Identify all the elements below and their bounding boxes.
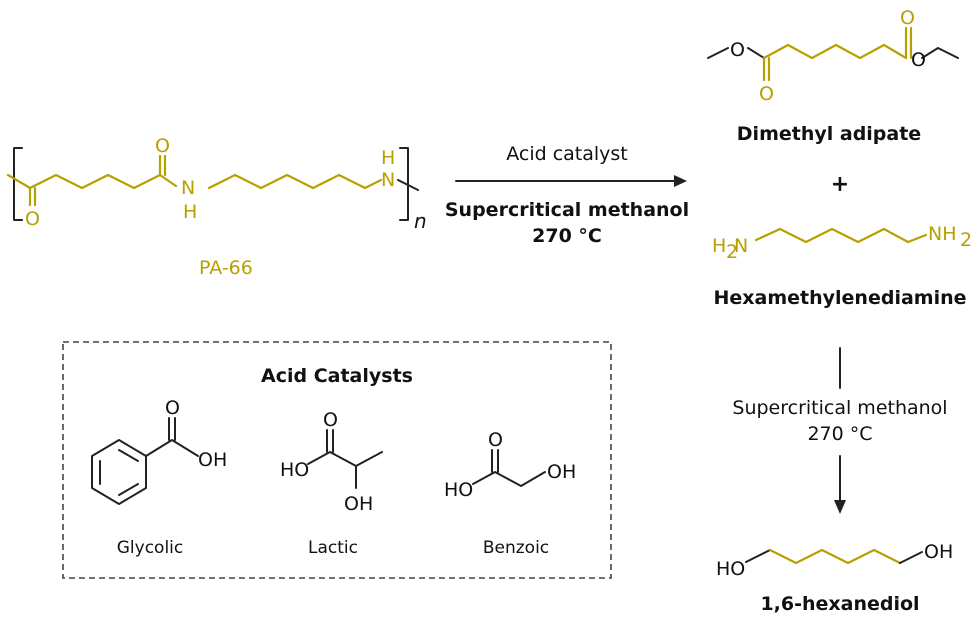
diamine-chain [754,227,928,244]
ho-bond [745,549,771,563]
atom-o: O [323,409,338,431]
pa66-amine-chain [207,173,383,190]
atom-h: H [381,147,395,169]
atom-o: O [911,49,926,71]
arrow-head [834,500,846,514]
lactic-chain [307,451,383,467]
benzoic-acid-structure: O OH Glycolic [91,397,227,558]
ester-methyl-bond [921,47,959,59]
glycolic-chain [472,471,546,487]
plus-sign: + [831,172,849,197]
atom-o: O [488,429,503,451]
step2-label-2: 270 °C [807,423,872,445]
h2n-n: N [734,235,748,257]
product1-name: Dimethyl adipate [737,123,921,145]
adipate-chain [762,43,908,60]
nh2-sub: 2 [960,229,972,251]
polymer-subscript: n [414,209,427,233]
atom-o: O [730,39,745,61]
pa66-acid-chain [6,173,178,190]
pa66-structure: O O N H H N n PA-66 [6,135,427,279]
arrow-head [674,175,687,187]
atom-ho: HO [444,479,473,501]
hexanediol-chain [768,548,902,565]
catalyst-label: Glycolic [117,538,184,558]
arrow-bottom-label-1: Supercritical methanol [445,199,689,221]
h2n-sub: 2 [726,241,738,263]
benzene-inner-bonds [99,449,139,496]
atom-oh: OH [198,449,227,471]
step2-label-1: Supercritical methanol [732,397,947,419]
carbonyl-right [158,154,167,177]
atom-n: N [181,177,195,199]
product2-name: Hexamethylenediamine [713,287,966,309]
dashed-border [62,341,612,579]
pa66-end-bond [397,179,419,191]
atom-o: O [165,397,180,419]
carboxyl-double-bond [168,417,176,441]
atom-o: O [25,208,40,230]
product3-name: 1,6-hexanediol [760,593,919,615]
box-title: Acid Catalysts [261,365,413,387]
lactic-carbonyl [326,429,334,453]
atom-n: N [381,169,395,191]
atom-ho: HO [716,558,745,580]
glycolic-carbonyl [491,449,499,473]
atom-oh: OH [924,541,953,563]
acid-catalysts-box: Acid Catalysts O OH Glycolic HO O OH Lac… [62,341,612,579]
atom-ho: HO [280,459,309,481]
carbonyl-top [904,26,913,60]
carbonyl-bottom [762,56,771,82]
atom-o: O [900,7,915,29]
atom-h: H [183,201,197,223]
dimethyl-adipate-structure: O O O O Dimethyl adipate [707,7,959,145]
nh2-nh: NH [928,223,957,245]
hexamethylenediamine-structure: H 2 N NH 2 Hexamethylenediamine [712,223,972,309]
hexanediol-structure: HO OH 1,6-hexanediol [716,541,953,615]
reaction-arrow: Acid catalyst Supercritical methanol 270… [445,143,689,247]
catalyst-label: Benzoic [483,538,549,558]
methyl-bond [707,47,729,59]
atom-o: O [155,135,170,157]
step2-arrow: Supercritical methanol 270 °C [732,347,948,514]
ester-o-bond [747,47,765,59]
lactic-acid-structure: HO O OH Lactic [280,409,383,558]
catalyst-label: Lactic [308,538,358,558]
arrow-bottom-label-2: 270 °C [532,225,602,247]
arrow-top-label: Acid catalyst [506,143,628,165]
atom-oh: OH [547,461,576,483]
atom-o: O [759,83,774,105]
oh-bond [899,551,923,564]
carboxyl-bond [145,439,199,457]
h2n-h: H [712,235,726,257]
polymer-name: PA-66 [199,257,253,279]
atom-oh: OH [344,493,373,515]
glycolic-acid-structure: HO O OH Benzoic [444,429,576,558]
left-bracket [13,147,23,221]
carbonyl-left [28,186,37,207]
